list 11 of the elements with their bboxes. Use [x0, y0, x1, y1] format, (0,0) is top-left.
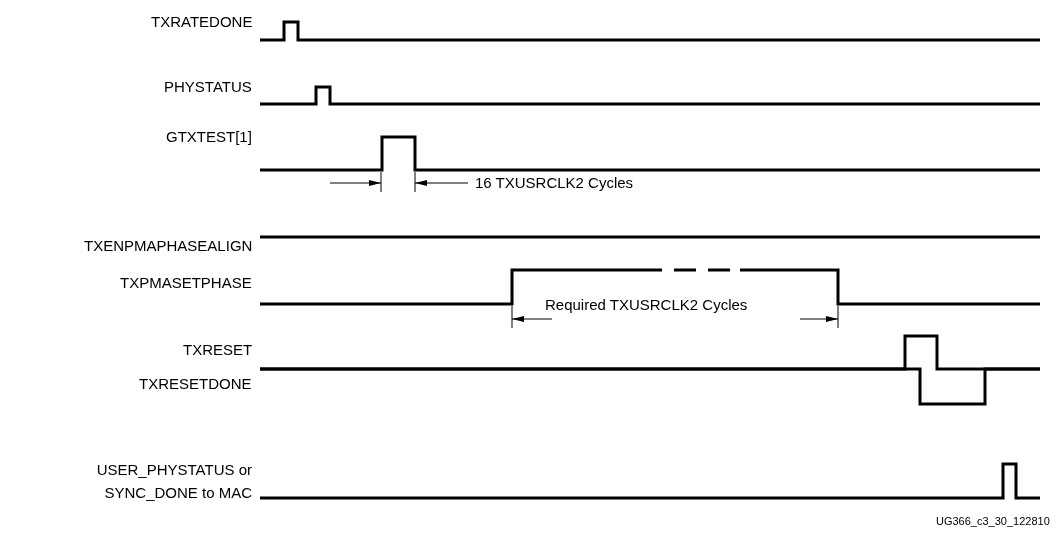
- figure-id: UG366_c3_30_122810: [936, 514, 1050, 529]
- signal-name: TXRESETDONE: [139, 374, 252, 394]
- signal-name: TXPMASETPHASE: [120, 273, 252, 293]
- signal-name: TXRATEDONE: [151, 12, 253, 32]
- signal-name: TXENPMAPHASEALIGN: [84, 236, 253, 256]
- signal-name: GTXTEST[1]: [166, 127, 252, 147]
- dimension-label: Required TXUSRCLK2 Cycles: [545, 295, 748, 315]
- signal-name: TXRESET: [183, 340, 253, 360]
- signal-name: PHYSTATUS: [164, 77, 252, 97]
- signal-name: USER_PHYSTATUS or SYNC_DONE to MAC: [95, 460, 252, 503]
- dimension-label: 16 TXUSRCLK2 Cycles: [475, 173, 634, 193]
